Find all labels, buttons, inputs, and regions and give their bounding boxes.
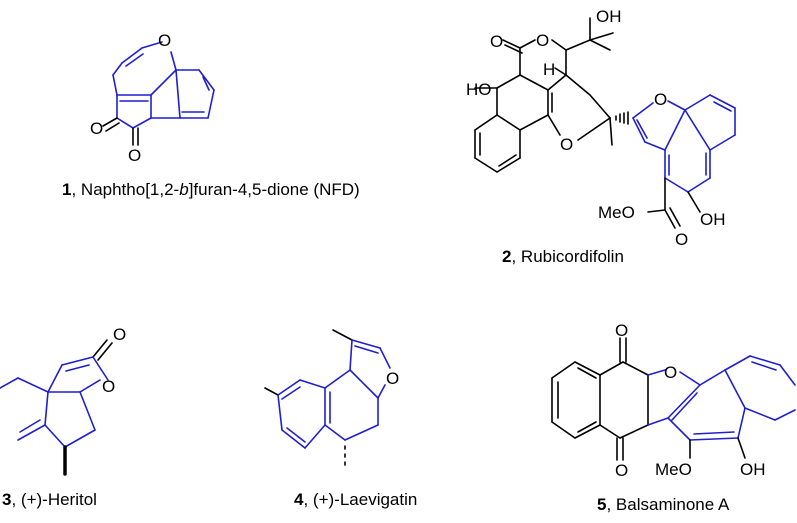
compound-2-ester-carbonyl-oxygen: O: [675, 230, 688, 249]
compound-3-caption: 3, (+)-Heritol: [2, 490, 97, 509]
compound-5-caption: 5, Balsaminone A: [597, 495, 730, 514]
compound-5-carbonyl-oxygen-top: O: [615, 321, 628, 340]
compound-2-tertiary-hydroxyl: OH: [596, 7, 622, 26]
compound-4-structure: O: [264, 329, 399, 466]
compound-2-phenol-hydroxyl: OH: [700, 210, 726, 229]
compound-2-hydroxyl-left: HO: [466, 80, 492, 99]
compound-2-caption: 2, Rubicordifolin: [502, 247, 624, 266]
compound-3-carbonyl-oxygen: O: [113, 325, 126, 344]
compound-2-lactone-ring-oxygen: O: [536, 31, 549, 50]
compound-2-stereo-hydrogen: H: [543, 60, 555, 79]
compound-1-structure: O O O: [90, 31, 215, 165]
compound-2-pyran-oxygen: O: [560, 135, 573, 154]
compound-2-methoxy: MeO: [598, 203, 635, 222]
compound-2-lactone-carbonyl-oxygen: O: [490, 32, 503, 51]
compound-3-structure: O O: [0, 325, 126, 476]
compound-4-caption: 4, (+)-Laevigatin: [294, 490, 417, 509]
compound-5-furan-oxygen: O: [664, 363, 677, 382]
compound-5-hydroxyl: OH: [740, 460, 766, 479]
compound-2-furan-oxygen: O: [654, 90, 667, 109]
compound-5-structure: O O O MeO OH: [551, 321, 796, 480]
compound-1-carbonyl-oxygen-4: O: [90, 119, 103, 138]
compound-3-ring-oxygen: O: [102, 377, 115, 396]
compound-2-structure: HO O O OH H O O MeO O OH: [466, 7, 736, 249]
compound-1-ring-oxygen: O: [158, 31, 171, 50]
compound-1-caption: 1, Naphtho[1,2-b]furan-4,5-dione (NFD): [62, 180, 360, 199]
compound-1-carbonyl-oxygen-5: O: [128, 146, 141, 165]
compound-5-carbonyl-oxygen-bottom: O: [615, 461, 628, 480]
compound-5-methoxy: MeO: [655, 460, 692, 479]
compound-4-furan-oxygen: O: [386, 369, 399, 388]
